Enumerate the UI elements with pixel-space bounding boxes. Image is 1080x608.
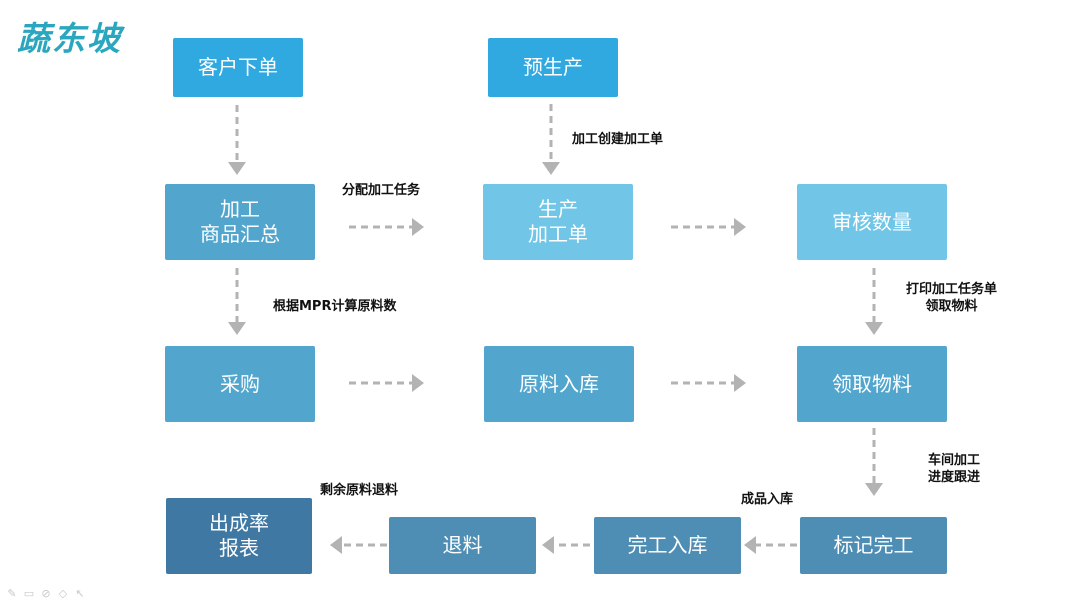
arrowhead-down: [228, 162, 246, 175]
slides-icon[interactable]: ▭: [23, 587, 35, 600]
pen-icon[interactable]: ✎: [7, 587, 17, 600]
node-material-stock-in: 原料入库: [484, 346, 634, 422]
arrowhead-left: [744, 536, 756, 554]
label-assign-task: 分配加工任务: [342, 183, 421, 198]
arrowhead-down: [865, 483, 883, 496]
node-label: 标记完工: [833, 533, 914, 557]
node-label-line2: 加工单: [528, 222, 588, 246]
node-label-line1: 出成率: [209, 511, 269, 535]
node-mark-complete: 标记完工: [800, 517, 947, 574]
label-create-order: 加工创建加工单: [572, 132, 664, 147]
node-label: 采购: [220, 371, 260, 396]
arrowhead-down: [865, 322, 883, 335]
node-label: 预生产: [523, 55, 583, 79]
arrowhead-right: [412, 374, 424, 392]
label-line: 进度跟进: [928, 470, 981, 485]
label-calc-mpr: 根据MPR计算原料数: [273, 299, 397, 314]
eraser-icon[interactable]: ⊘: [41, 587, 51, 600]
node-yield-report: 出成率 报表: [166, 498, 312, 574]
label-line: 打印加工任务单: [906, 282, 998, 297]
pointer-icon[interactable]: ↖: [75, 587, 85, 600]
slideshow-toolbar: ✎ ▭ ⊘ ◇ ↖: [5, 587, 87, 600]
label-print-task: 打印加工任务单 领取物料: [906, 281, 997, 315]
arrowhead-right: [734, 374, 746, 392]
arrowhead-down: [542, 162, 560, 175]
node-purchase: 采购: [165, 346, 315, 422]
node-label-line1: 生产: [538, 197, 578, 221]
node-customer-order: 客户下单: [173, 38, 303, 97]
arrowhead-right: [734, 218, 746, 236]
highlighter-icon[interactable]: ◇: [58, 587, 68, 600]
node-label-line2: 商品汇总: [200, 222, 280, 246]
node-label: 退料: [442, 533, 483, 557]
node-label: 完工入库: [627, 533, 708, 557]
node-finished-stock-in: 完工入库: [594, 517, 741, 574]
node-collect-materials: 领取物料: [797, 346, 947, 422]
node-production-order: 生产 加工单: [483, 184, 633, 260]
arrowhead-left: [542, 536, 554, 554]
node-label: 领取物料: [832, 371, 912, 396]
node-label: 原料入库: [519, 371, 599, 396]
arrowhead-down: [228, 322, 246, 335]
node-label-line2: 报表: [219, 536, 259, 560]
node-review-quantity: 审核数量: [797, 184, 947, 260]
node-pre-production: 预生产: [488, 38, 618, 97]
node-return-material: 退料: [389, 517, 536, 574]
node-product-summary: 加工 商品汇总: [165, 184, 315, 260]
label-workshop: 车间加工 进度跟进: [928, 452, 980, 486]
arrowhead-right: [412, 218, 424, 236]
label-product-in: 成品入库: [741, 492, 794, 507]
brand-logo: 蔬东坡: [17, 19, 122, 58]
node-label-line1: 加工: [220, 197, 260, 221]
arrowhead-left: [330, 536, 342, 554]
label-leftover-return: 剩余原料退料: [320, 483, 399, 498]
label-line: 领取物料: [925, 299, 978, 314]
node-label: 客户下单: [198, 55, 278, 79]
label-line: 车间加工: [928, 453, 981, 468]
node-label: 审核数量: [832, 209, 912, 234]
